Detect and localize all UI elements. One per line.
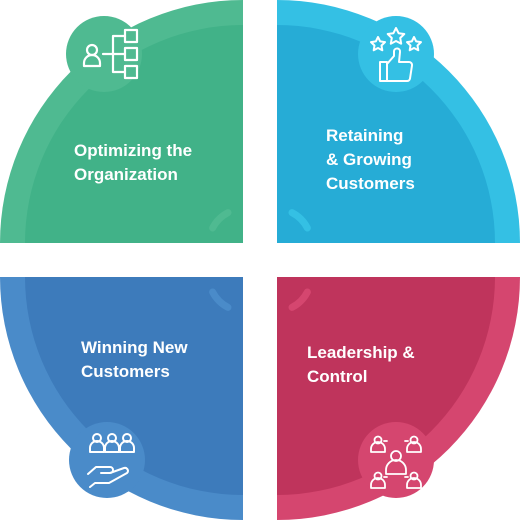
- label-winning-new-customers: Winning New Customers: [81, 336, 188, 384]
- icon-circle-tr: [358, 16, 434, 92]
- quadrant-winning-new-customers: [0, 277, 243, 520]
- ring-arc-br: [288, 288, 311, 311]
- icon-circle-bl: [69, 422, 145, 498]
- label-line: Retaining: [326, 126, 404, 145]
- label-optimizing-organization: Optimizing the Organization: [74, 139, 192, 187]
- org-chart-icon: [82, 28, 139, 80]
- ring-arc-tr: [288, 209, 311, 232]
- quadrant-leadership-control: [277, 277, 520, 520]
- label-line: Organization: [74, 165, 178, 184]
- label-line: Leadership &: [307, 343, 415, 362]
- leader-network-icon: [370, 435, 422, 489]
- quadrant-optimizing-organization: [0, 0, 243, 243]
- label-line: Customers: [326, 174, 415, 193]
- thumbs-up-stars-icon: [370, 27, 422, 82]
- label-leadership-control: Leadership & Control: [307, 341, 415, 389]
- center-ring: [209, 209, 311, 311]
- quadrant-retaining-growing: [277, 0, 520, 243]
- label-line: Winning New: [81, 338, 188, 357]
- label-line: Control: [307, 367, 368, 386]
- ring-arc-tl: [209, 209, 232, 232]
- label-line: Optimizing the: [74, 141, 193, 160]
- label-line: Customers: [81, 362, 170, 381]
- ring-arc-bl: [209, 288, 232, 311]
- hand-people-icon: [87, 433, 135, 488]
- label-retaining-growing: Retaining & Growing Customers: [326, 124, 415, 196]
- label-line: & Growing: [326, 150, 412, 169]
